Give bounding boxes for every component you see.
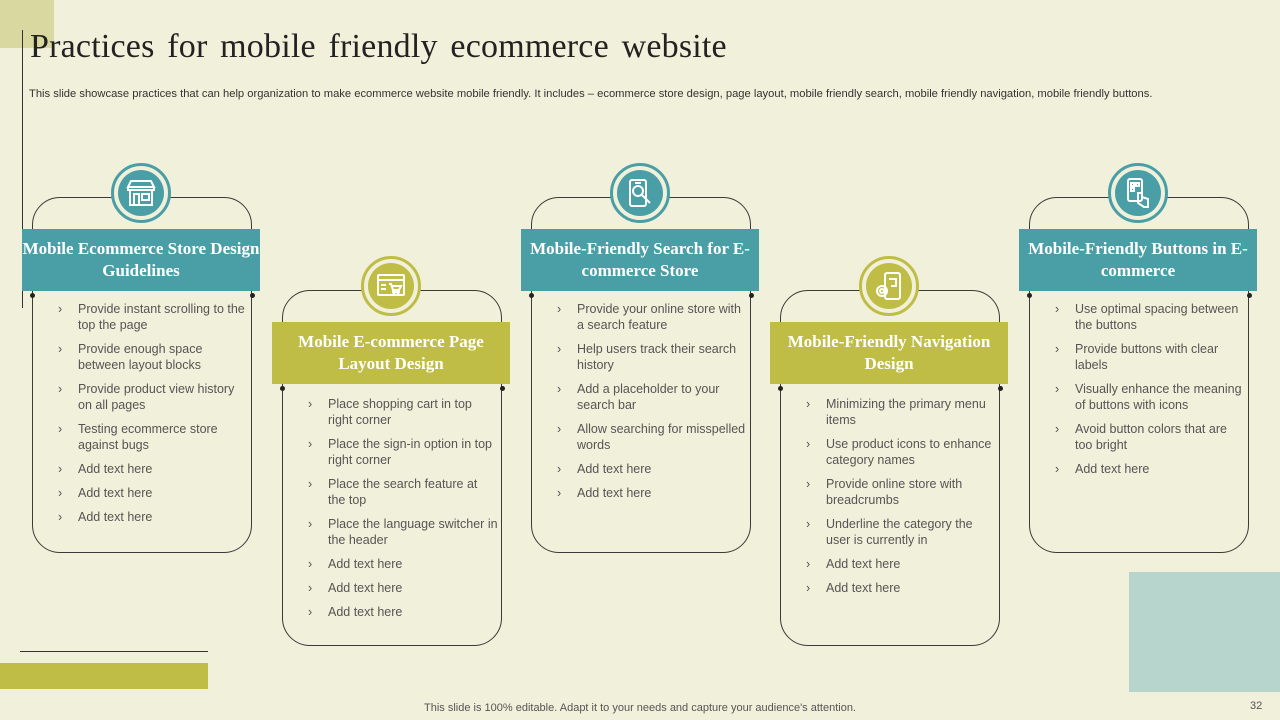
connector-dot bbox=[778, 386, 783, 391]
list-item: Provide online store with breadcrumbs bbox=[806, 476, 996, 508]
web-cart-icon bbox=[361, 256, 421, 316]
bottom-accent-bar bbox=[0, 663, 208, 689]
corner-decoration bbox=[1129, 572, 1280, 692]
bottom-rule bbox=[20, 651, 208, 652]
list-item: Avoid button colors that are too bright bbox=[1055, 421, 1245, 453]
list-item: Place shopping cart in top right corner bbox=[308, 396, 498, 428]
list-item: Add text here bbox=[557, 461, 747, 477]
list-item: Provide enough space between layout bloc… bbox=[58, 341, 248, 373]
card-list: Use optimal spacing between the buttons … bbox=[1055, 301, 1245, 485]
list-item: Allow searching for misspelled words bbox=[557, 421, 747, 453]
list-item: Provide your online store with a search … bbox=[557, 301, 747, 333]
list-item: Testing ecommerce store against bugs bbox=[58, 421, 248, 453]
connector-dot bbox=[1247, 293, 1252, 298]
connector-dot bbox=[30, 293, 35, 298]
list-item: Minimizing the primary menu items bbox=[806, 396, 996, 428]
mobile-navigation-icon bbox=[859, 256, 919, 316]
vertical-rule bbox=[22, 30, 23, 308]
touch-phone-icon bbox=[1108, 163, 1168, 223]
connector-dot bbox=[998, 386, 1003, 391]
connector-dot bbox=[250, 293, 255, 298]
list-item: Add text here bbox=[308, 580, 498, 596]
list-item: Visually enhance the meaning of buttons … bbox=[1055, 381, 1245, 413]
list-item: Use optimal spacing between the buttons bbox=[1055, 301, 1245, 333]
card-list: Minimizing the primary menu items Use pr… bbox=[806, 396, 996, 604]
connector-dot bbox=[280, 386, 285, 391]
card-heading: Mobile-Friendly Buttons in E-commerce bbox=[1019, 229, 1257, 291]
list-item: Provide buttons with clear labels bbox=[1055, 341, 1245, 373]
list-item: Add text here bbox=[806, 556, 996, 572]
list-item: Use product icons to enhance category na… bbox=[806, 436, 996, 468]
footer-note: This slide is 100% editable. Adapt it to… bbox=[424, 702, 856, 714]
list-item: Add text here bbox=[58, 485, 248, 501]
page-number: 32 bbox=[1250, 700, 1263, 712]
list-item: Add a placeholder to your search bar bbox=[557, 381, 747, 413]
storefront-icon bbox=[111, 163, 171, 223]
list-item: Place the search feature at the top bbox=[308, 476, 498, 508]
page-title: Practices for mobile friendly ecommerce … bbox=[30, 28, 727, 65]
corner-decoration bbox=[0, 0, 54, 48]
list-item: Underline the category the user is curre… bbox=[806, 516, 996, 548]
list-item: Add text here bbox=[806, 580, 996, 596]
connector-dot bbox=[529, 293, 534, 298]
list-item: Place the language switcher in the heade… bbox=[308, 516, 498, 548]
card-heading: Mobile Ecommerce Store Design Guidelines bbox=[22, 229, 260, 291]
page-subtitle: This slide showcase practices that can h… bbox=[29, 88, 1153, 100]
list-item: Provide product view history on all page… bbox=[58, 381, 248, 413]
card-heading: Mobile-Friendly Search for E-commerce St… bbox=[521, 229, 759, 291]
card-list: Provide your online store with a search … bbox=[557, 301, 747, 509]
connector-dot bbox=[500, 386, 505, 391]
list-item: Add text here bbox=[58, 461, 248, 477]
list-item: Add text here bbox=[308, 604, 498, 620]
card-heading: Mobile E-commerce Page Layout Design bbox=[272, 322, 510, 384]
list-item: Add text here bbox=[1055, 461, 1245, 477]
card-list: Place shopping cart in top right corner … bbox=[308, 396, 498, 628]
mobile-search-icon bbox=[610, 163, 670, 223]
list-item: Place the sign-in option in top right co… bbox=[308, 436, 498, 468]
list-item: Add text here bbox=[557, 485, 747, 501]
card-list: Provide instant scrolling to the top the… bbox=[58, 301, 248, 533]
list-item: Help users track their search history bbox=[557, 341, 747, 373]
card-heading: Mobile-Friendly Navigation Design bbox=[770, 322, 1008, 384]
list-item: Add text here bbox=[308, 556, 498, 572]
connector-dot bbox=[1027, 293, 1032, 298]
list-item: Provide instant scrolling to the top the… bbox=[58, 301, 248, 333]
list-item: Add text here bbox=[58, 509, 248, 525]
connector-dot bbox=[749, 293, 754, 298]
